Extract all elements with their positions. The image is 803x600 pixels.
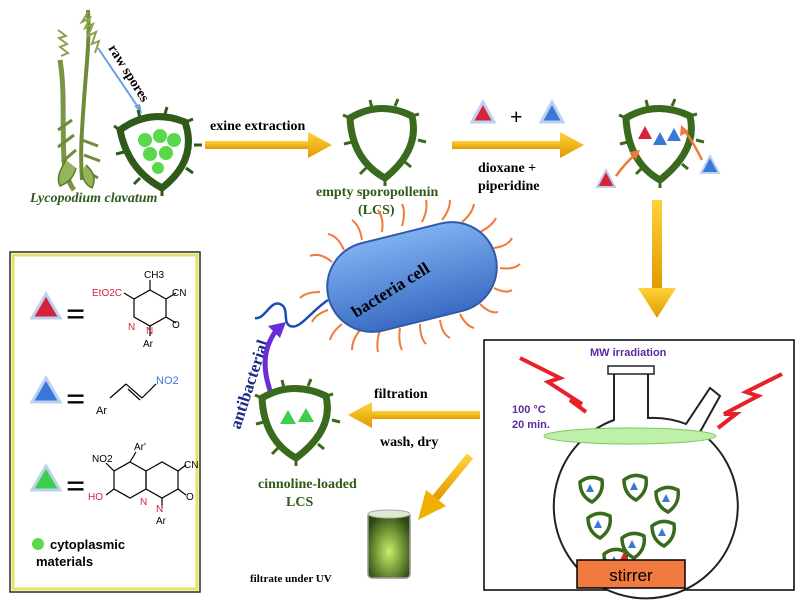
filtrate-label: filtrate under UV [250, 573, 332, 585]
antibacterial-curved-arrow [262, 326, 280, 397]
raw-spores-arrow [97, 47, 141, 111]
red-reactant-icon [469, 98, 497, 124]
down-arrow [638, 200, 676, 318]
stirrer-plate [576, 559, 686, 589]
cinnoline-lcs-label: LCS [286, 495, 313, 510]
dioxane-arrow [452, 132, 584, 158]
red-ar: Ar [143, 339, 154, 350]
cytoplasmic-label-2: materials [36, 554, 93, 569]
red-cn: CN [172, 288, 186, 299]
legend-blue-icon [29, 375, 63, 404]
mw-irradiation-label: MW irradiation [590, 347, 667, 359]
time-label: 20 min. [512, 419, 550, 431]
filtrate-arrow [418, 453, 474, 520]
legend-red-icon [29, 291, 63, 320]
green-n-right: N [156, 504, 163, 515]
red-o: O [172, 320, 180, 331]
plant-name-label: Lycopodium clavatum [29, 191, 158, 206]
filtration-label: filtration [374, 387, 428, 402]
cinnoline-loaded-spore [254, 378, 341, 466]
cytoplasm-dot-icon [32, 538, 44, 550]
legend-box [9, 251, 201, 593]
red-ester: EtO2C [92, 288, 122, 299]
red-structure [123, 280, 177, 336]
dioxane-label: dioxane + [478, 161, 536, 176]
red-n-right: N [146, 326, 153, 337]
legend-green-icon [29, 463, 63, 492]
green-o: O [186, 492, 194, 503]
legend-equals-3: = [66, 468, 85, 505]
blue-ar: Ar [96, 405, 107, 417]
cinnoline-loaded-label: cinnoline-loaded [258, 477, 357, 492]
stirrer-label: stirrer [609, 566, 653, 585]
empty-spore [342, 98, 427, 186]
green-structure [105, 451, 187, 508]
empty-sporopollenin-label: empty sporopollenin [316, 185, 438, 200]
exine-extraction-label: exine extraction [210, 119, 305, 134]
green-n-left: N [140, 497, 147, 508]
lcs-label: (LCS) [358, 203, 395, 218]
raw-spore [113, 106, 202, 196]
green-ho: HO [88, 492, 103, 503]
exine-extraction-arrow [205, 132, 332, 158]
piperidine-label: piperidine [478, 179, 539, 194]
green-ar-prime: Ar' [134, 442, 146, 453]
temperature-label: 100 °C [512, 404, 546, 416]
stir-bar-icon [620, 552, 628, 560]
lycopodium-plant-icon [56, 9, 101, 192]
blue-reactant-outside-icon [699, 153, 721, 174]
bacteria-cell [254, 199, 521, 353]
blue-reactant-icon [538, 98, 566, 124]
raw-spores-label: raw spores [105, 42, 152, 105]
red-ch3: CH3 [144, 270, 164, 281]
cytoplasmic-label-1: cytoplasmic [50, 537, 125, 552]
lightning-right-icon [716, 372, 783, 430]
loading-spore [618, 98, 705, 188]
test-tube-icon [367, 509, 411, 579]
plus-sign: + [510, 104, 523, 129]
green-cn: CN [184, 460, 198, 471]
green-ar: Ar [156, 516, 167, 527]
lightning-left-icon [519, 356, 588, 414]
legend-equals-1: = [66, 296, 85, 333]
blue-no2: NO2 [156, 375, 179, 387]
blue-structure [109, 383, 157, 401]
red-n-left: N [128, 322, 135, 333]
wash-dry-label: wash, dry [380, 435, 438, 450]
red-reactant-outside-icon [595, 167, 617, 188]
filtration-arrow [348, 402, 480, 428]
legend-equals-2: = [66, 381, 85, 418]
green-no2: NO2 [92, 454, 113, 465]
